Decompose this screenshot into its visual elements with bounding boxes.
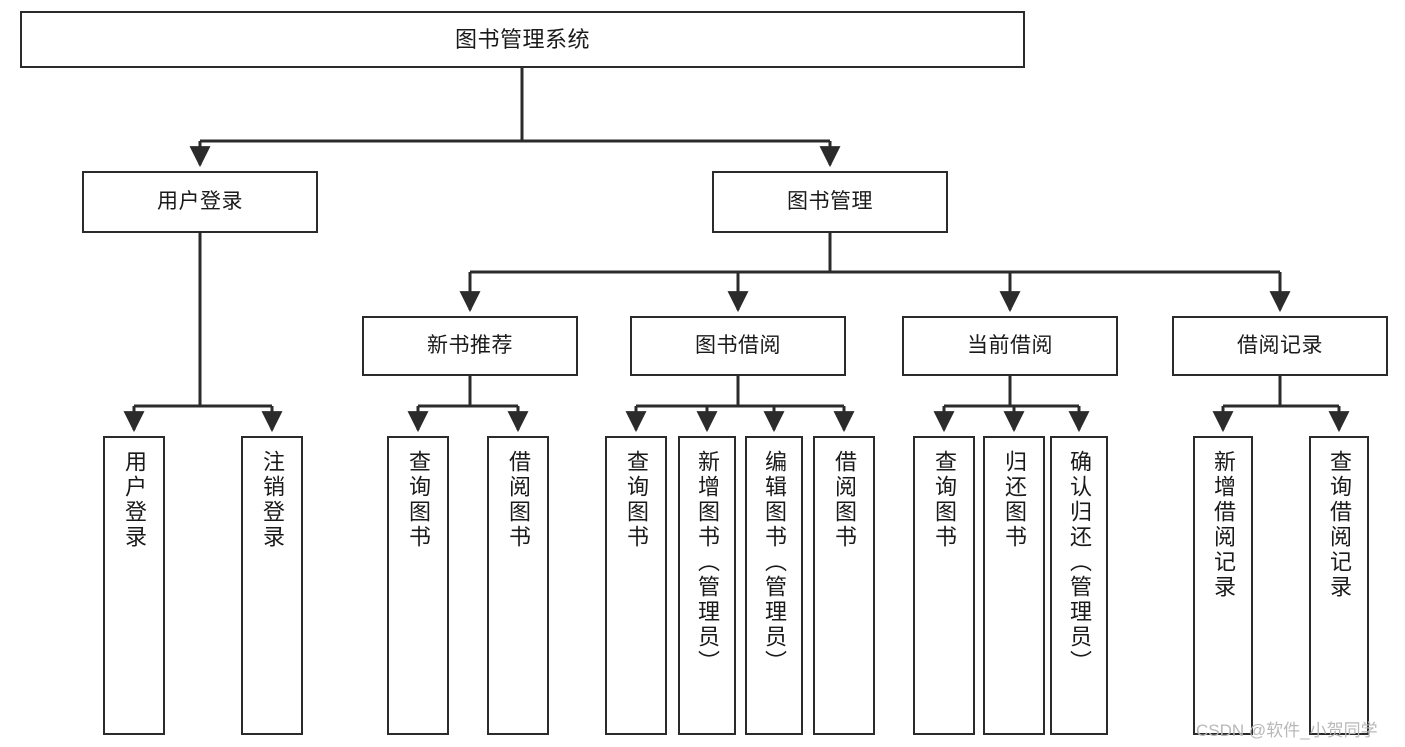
node-current-borrow[interactable]: 当前借阅 bbox=[902, 316, 1118, 376]
node-label: 查询图书 bbox=[932, 450, 957, 550]
node-label: 当前借阅 bbox=[967, 333, 1053, 357]
leaf-query-book-borrow[interactable]: 查询图书 bbox=[605, 436, 667, 735]
leaf-query-book-recommend[interactable]: 查询图书 bbox=[387, 436, 449, 735]
node-label: 借阅图书 bbox=[832, 450, 857, 550]
csdn-watermark: CSDN @软件_小贺同学 bbox=[1196, 721, 1378, 740]
node-label: 借阅记录 bbox=[1237, 333, 1323, 357]
node-label: 用户登录 bbox=[122, 450, 147, 550]
node-label: 借阅图书 bbox=[506, 450, 531, 550]
leaf-query-book-current[interactable]: 查询图书 bbox=[913, 436, 975, 735]
leaf-edit-book[interactable]: 编辑图书（管理员） bbox=[745, 436, 803, 735]
node-book-borrow[interactable]: 图书借阅 bbox=[630, 316, 846, 376]
node-label: 新增图书（管理员） bbox=[695, 450, 720, 675]
node-label: 用户登录 bbox=[157, 189, 243, 213]
leaf-confirm-return[interactable]: 确认归还（管理员） bbox=[1050, 436, 1108, 735]
leaf-query-borrow-record[interactable]: 查询借阅记录 bbox=[1309, 436, 1369, 735]
node-label: 确认归还（管理员） bbox=[1067, 450, 1092, 675]
node-new-book-recommend[interactable]: 新书推荐 bbox=[362, 316, 578, 376]
node-book-management[interactable]: 图书管理 bbox=[712, 171, 948, 233]
node-label: 注销登录 bbox=[260, 450, 285, 550]
leaf-user-login[interactable]: 用户登录 bbox=[103, 436, 165, 735]
node-user-login[interactable]: 用户登录 bbox=[82, 171, 318, 233]
node-label: 编辑图书（管理员） bbox=[762, 450, 787, 675]
leaf-add-borrow-record[interactable]: 新增借阅记录 bbox=[1193, 436, 1253, 735]
node-label: 图书管理系统 bbox=[454, 26, 590, 52]
leaf-borrow-book-recommend[interactable]: 借阅图书 bbox=[487, 436, 549, 735]
node-label: 查询图书 bbox=[624, 450, 649, 550]
node-label: 图书管理 bbox=[787, 189, 873, 213]
node-label: 查询图书 bbox=[406, 450, 431, 550]
leaf-return-book[interactable]: 归还图书 bbox=[983, 436, 1045, 735]
node-label: 查询借阅记录 bbox=[1327, 450, 1352, 600]
node-label: 新书推荐 bbox=[427, 333, 513, 357]
node-label: 新增借阅记录 bbox=[1211, 450, 1236, 600]
leaf-logout[interactable]: 注销登录 bbox=[241, 436, 303, 735]
node-label: 图书借阅 bbox=[695, 333, 781, 357]
node-label: 归还图书 bbox=[1002, 450, 1027, 550]
leaf-borrow-book[interactable]: 借阅图书 bbox=[813, 436, 875, 735]
node-book-management-system[interactable]: 图书管理系统 bbox=[20, 11, 1025, 68]
node-borrow-record[interactable]: 借阅记录 bbox=[1172, 316, 1388, 376]
leaf-add-book[interactable]: 新增图书（管理员） bbox=[678, 436, 736, 735]
